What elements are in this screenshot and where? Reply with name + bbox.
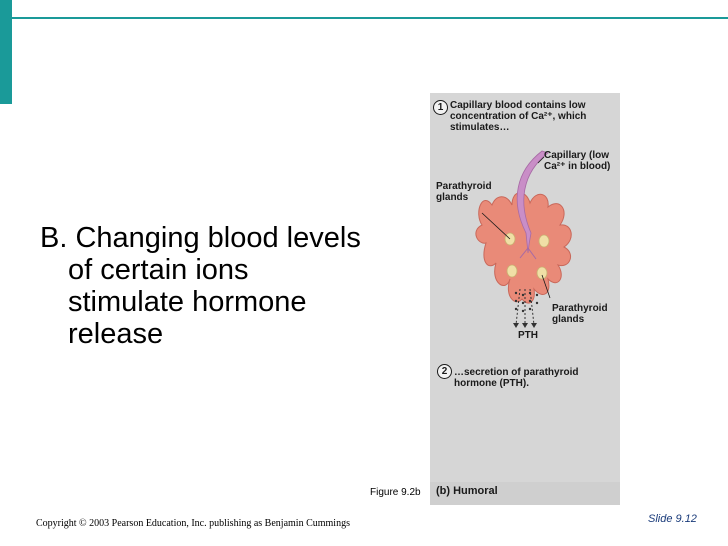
copyright-notice: Copyright © 2003 Pearson Education, Inc.…: [36, 518, 350, 529]
bullet-text: B. Changing blood levels of certain ions…: [40, 222, 361, 350]
pth-arrows: [515, 288, 535, 326]
gland-2: [538, 234, 550, 248]
step-1-marker: 1: [433, 100, 448, 115]
parathyroid-label-right: Parathyroid glands: [552, 303, 608, 325]
capillary-vessel: [516, 150, 549, 254]
capillary-label: Capillary (low Ca²⁺ in blood): [544, 150, 611, 172]
slide-number: Slide 9.12: [648, 513, 697, 525]
step-1-text: Capillary blood contains low concentrati…: [450, 100, 587, 133]
accent-bar: [0, 0, 12, 104]
step-2-marker: 2: [437, 364, 452, 379]
parathyroid-label-left: Parathyroid glands: [436, 181, 492, 203]
pth-arrowheads: [513, 323, 537, 328]
panel-label-bg: [430, 482, 620, 505]
pth-dots: [514, 291, 539, 313]
parathyroid-diagram: [475, 150, 572, 328]
step-2-text: …secretion of parathyroid hormone (PTH).: [454, 367, 579, 389]
capillary-branch-2: [527, 247, 537, 260]
leader-lines: [481, 156, 551, 299]
pth-label: PTH: [518, 330, 538, 341]
gland-3: [506, 264, 518, 278]
gland-4: [536, 266, 548, 280]
title-rule: [12, 17, 728, 19]
thyroid-tissue: [475, 192, 572, 304]
panel-label: (b) Humoral: [436, 485, 498, 497]
figure-panel: 1 Capillary blood contains low concentra…: [430, 93, 620, 505]
figure-caption: Figure 9.2b: [370, 487, 421, 498]
capillary-branch-1: [519, 247, 529, 259]
